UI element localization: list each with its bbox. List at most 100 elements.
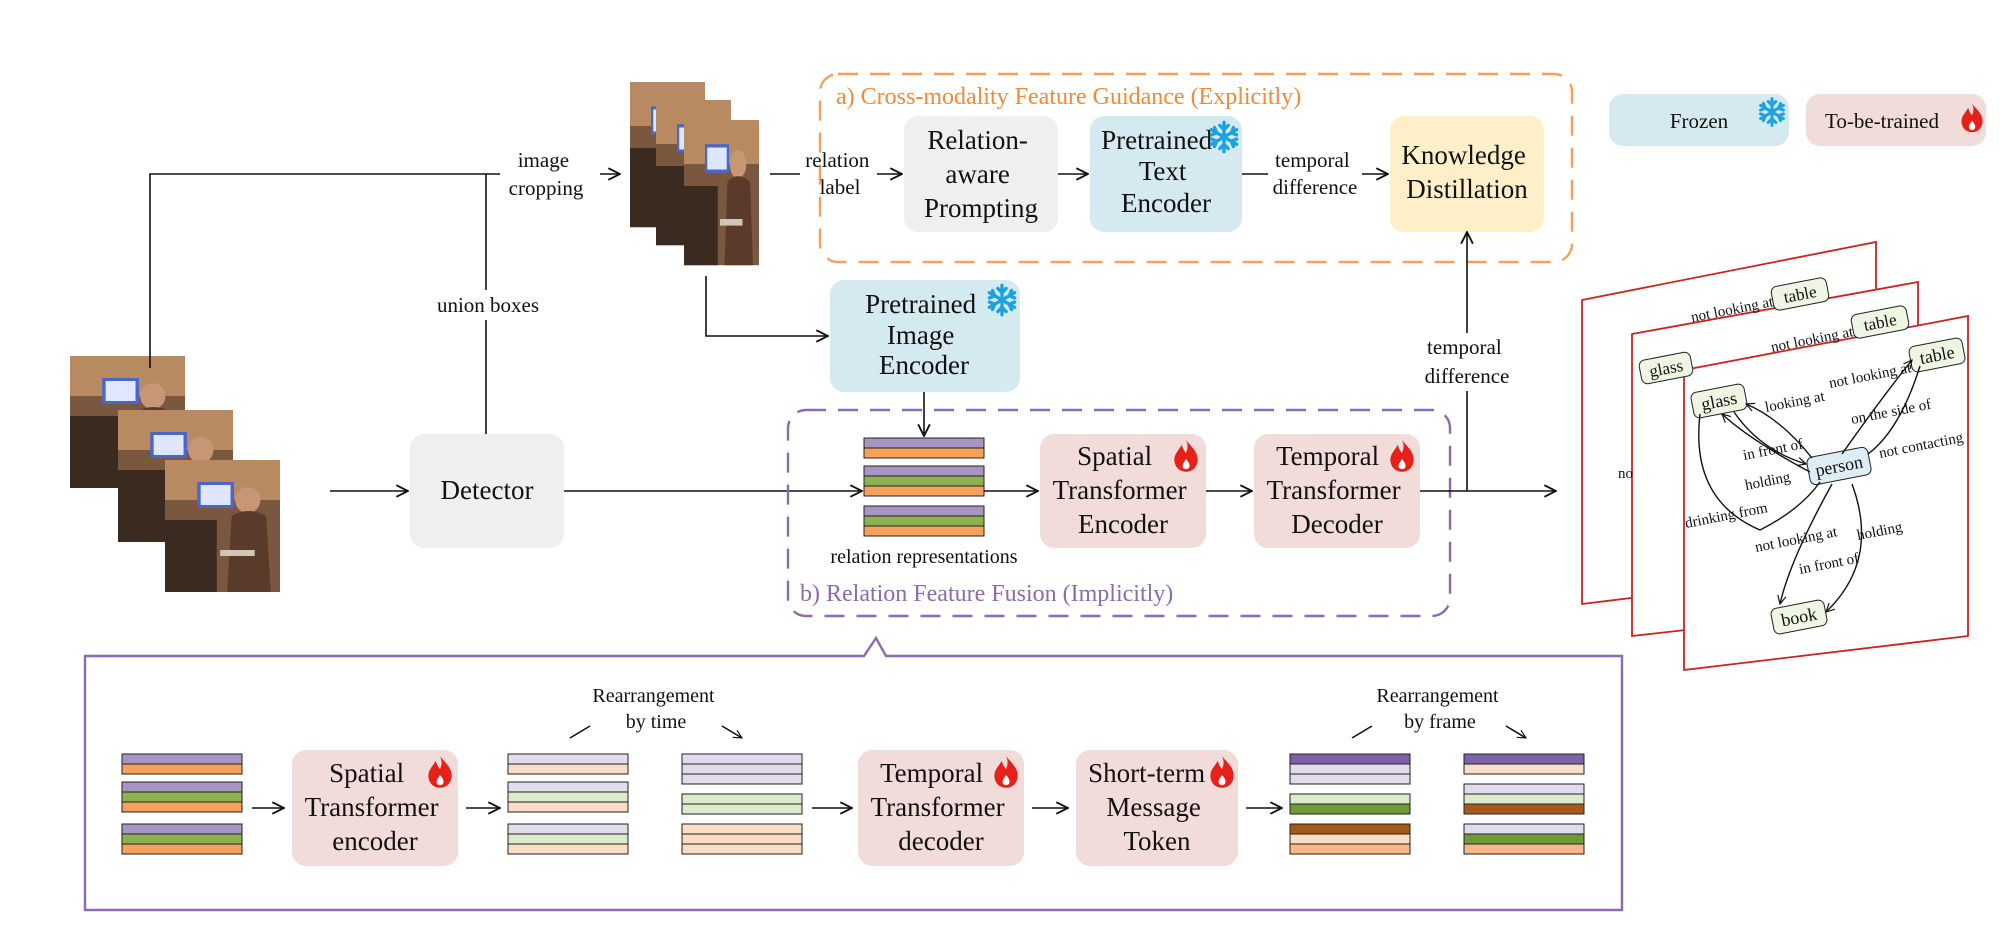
feature-bar (121, 791, 243, 803)
feature-bar (863, 447, 985, 459)
detail-stack-d (1463, 753, 1585, 855)
text-encoder-box (1090, 116, 1242, 232)
feature-bar (681, 803, 803, 815)
feature-bar (863, 475, 985, 487)
feature-bar (681, 773, 803, 785)
temporal-difference-bottom: temporal difference (1425, 335, 1510, 388)
prompting-label: Relation- aware Prompting (924, 125, 1038, 223)
message-token-box (1076, 750, 1238, 866)
feature-bar (507, 823, 629, 835)
detail-stack-c (1289, 753, 1411, 855)
union-boxes-label: union boxes (437, 293, 539, 317)
feature-bar (1463, 793, 1585, 805)
implicit-section-frame (786, 408, 1452, 618)
detail-spatial-encoder-box (292, 750, 458, 866)
feature-bar (1463, 753, 1585, 765)
feature-bar (507, 763, 629, 775)
feature-bar (507, 753, 629, 765)
graph-edge (1746, 404, 1813, 459)
feature-bar (1289, 843, 1411, 855)
graph-edge (1698, 413, 1821, 531)
feature-bar (121, 781, 243, 793)
feature-bar (507, 843, 629, 855)
detail-pale-stack-b (681, 753, 803, 855)
legend-frozen-label: Frozen (1670, 109, 1729, 133)
feature-bar (507, 791, 629, 803)
cropped-frames (630, 82, 759, 266)
feature-bar (863, 465, 985, 477)
video-frame-icon (165, 460, 280, 592)
feature-bar (1289, 753, 1411, 765)
distillation-label: Knowledge Distillation (1401, 140, 1532, 204)
rearrange-frame-tick (1351, 725, 1373, 739)
temporal-label-mask (1410, 333, 1524, 391)
image-cropping-label: image cropping (509, 148, 584, 200)
feature-bar (1463, 823, 1585, 835)
cropping-label-mask (500, 144, 600, 202)
feature-bar (681, 833, 803, 845)
feature-bar (121, 823, 243, 835)
graph-edge (1841, 360, 1912, 455)
feature-bar (1289, 803, 1411, 815)
feature-bar (121, 763, 243, 775)
arrow-to-image-encoder (705, 276, 828, 336)
rearrange-frame-arrow (1505, 725, 1526, 739)
input-video-frames (70, 356, 280, 592)
feature-bar (507, 781, 629, 793)
temporal-decoder-label: Temporal Transformer Decoder (1267, 441, 1408, 539)
detail-spatial-encoder-label: Spatial Transformer encoder (305, 758, 446, 856)
feature-bar (1463, 843, 1585, 855)
graph-node (1638, 351, 1694, 385)
detail-temporal-decoder-label: Temporal Transformer decoder (871, 758, 1012, 856)
text-encoder-label: Pretrained Text Encoder (1101, 125, 1219, 218)
rearrange-time-arrow (721, 725, 742, 739)
feature-bar (1289, 773, 1411, 785)
legend-frozen-box (1609, 94, 1789, 146)
distillation-box (1390, 116, 1544, 232)
graph-node (1850, 305, 1910, 339)
feature-bar (1289, 763, 1411, 775)
feature-bar (681, 843, 803, 855)
feature-bar (1463, 833, 1585, 845)
feature-bar (507, 833, 629, 845)
graph-edge (1722, 414, 1811, 473)
feature-bar (1463, 803, 1585, 815)
arrow-to-cropping (149, 174, 620, 368)
image-encoder-box (830, 280, 1020, 392)
feature-bar (1463, 783, 1585, 795)
feature-bar (1289, 833, 1411, 845)
feature-bar (121, 753, 243, 765)
feature-bar (863, 437, 985, 449)
spatial-encoder-label: Spatial Transformer Encoder (1053, 441, 1194, 539)
feature-bar (863, 515, 985, 527)
feature-bar (681, 823, 803, 835)
prompting-box (904, 116, 1058, 232)
message-token-label: Short-term Message Token (1088, 758, 1212, 856)
rearrange-frame-label: Rearrangement by frame (1376, 685, 1503, 733)
detector-label: Detector (441, 475, 534, 505)
legend: Frozen To-be-trained (1609, 94, 1986, 146)
feature-bar (1289, 823, 1411, 835)
legend-trainable-box (1806, 94, 1986, 146)
graph-edge (1733, 411, 1806, 464)
feature-bar (1289, 793, 1411, 805)
feature-bar (1463, 763, 1585, 775)
rearrange-time-label: Rearrangement by time (592, 685, 719, 733)
legend-trainable-label: To-be-trained (1825, 109, 1939, 133)
graph-edge (1826, 483, 1863, 612)
detail-temporal-decoder-box (858, 750, 1024, 866)
temporal-decoder-box (1254, 434, 1420, 548)
graph-node (1770, 277, 1830, 311)
relation-label-text: relation label (805, 148, 874, 199)
union-label-mask (424, 290, 550, 320)
graph-edge-label: no (1618, 466, 1633, 482)
graph-edge (1867, 365, 1921, 455)
detail-input-stack (121, 753, 243, 855)
feature-bar (507, 801, 629, 813)
feature-bar (863, 485, 985, 497)
scene-graph-stack: table table glass not looking at not loo… (1581, 240, 1969, 672)
graph-edge (1780, 483, 1833, 604)
explicit-section-title: a) Cross-modality Feature Guidance (Expl… (836, 84, 1301, 110)
relation-representation-stack (863, 437, 985, 537)
